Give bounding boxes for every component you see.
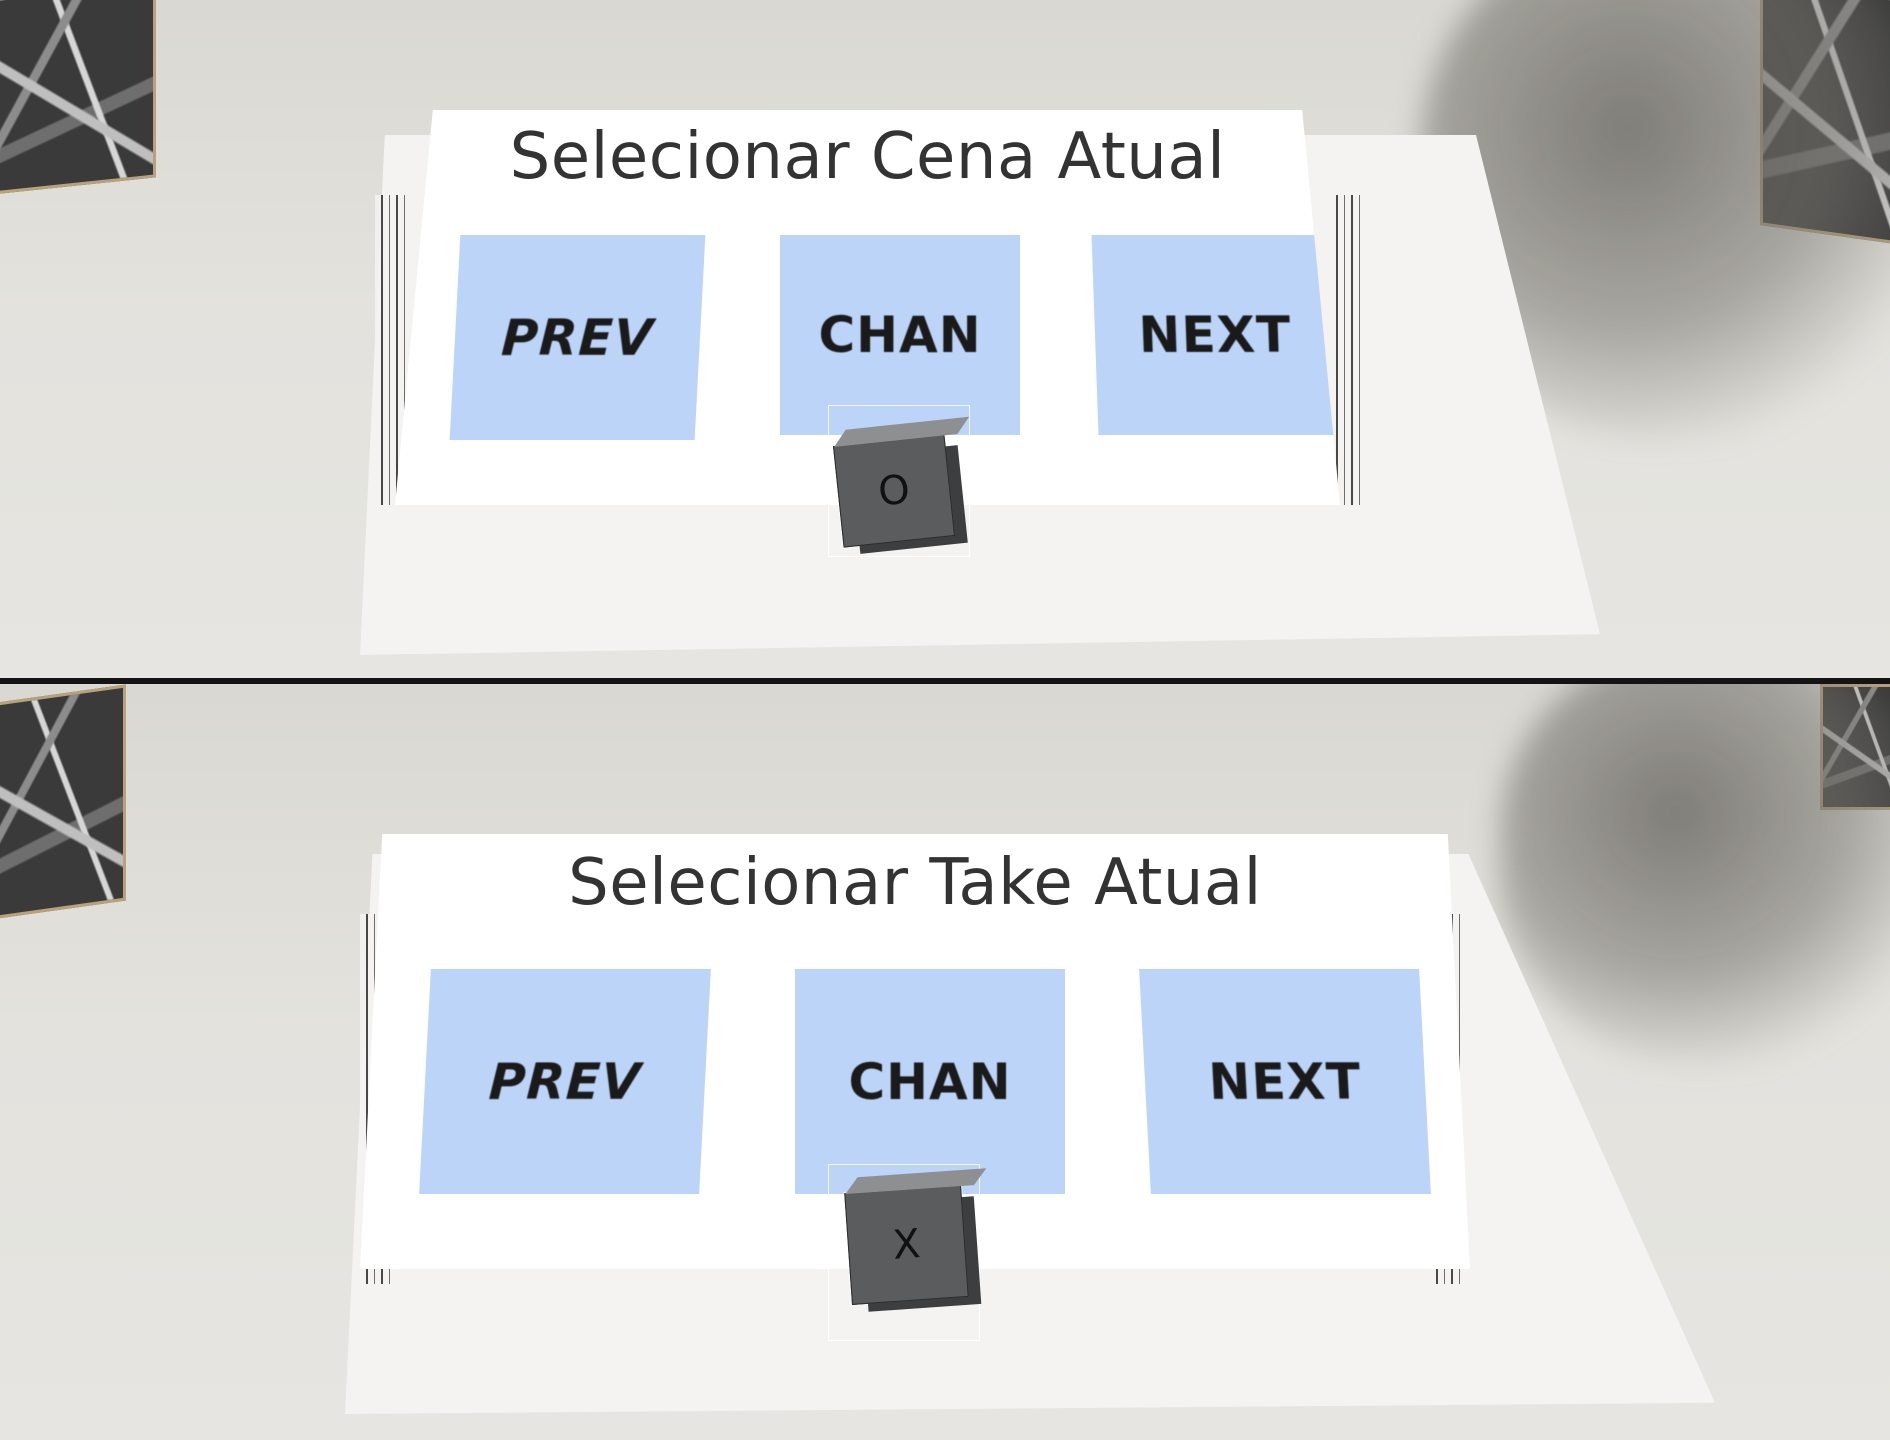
chan-button-label: CHAN xyxy=(848,1052,1012,1111)
next-button[interactable]: NEXT xyxy=(1091,235,1339,435)
next-button-label: NEXT xyxy=(1207,1052,1363,1111)
prev-button-label: PREV xyxy=(487,1052,643,1111)
ar-view-bottom: Selecionar Take Atual PREV CHAN NEXT X xyxy=(0,684,1890,1440)
background-book-left xyxy=(0,0,156,195)
panel-title: Selecionar Take Atual xyxy=(568,846,1262,920)
background-book-left xyxy=(0,684,126,920)
cursor-bounds xyxy=(828,1164,980,1341)
cursor-bounds xyxy=(828,405,970,557)
cursor-symbol: O xyxy=(875,466,913,516)
chan-button[interactable]: CHAN xyxy=(780,235,1020,435)
prev-button[interactable]: PREV xyxy=(419,969,711,1194)
prev-button-label: PREV xyxy=(499,308,656,367)
prev-button[interactable]: PREV xyxy=(449,235,706,440)
chan-button-label: CHAN xyxy=(818,306,982,364)
ar-view-top: Selecionar Cena Atual PREV CHAN NEXT O xyxy=(0,0,1890,678)
cursor-symbol: X xyxy=(891,1221,922,1269)
hand-shadow xyxy=(1500,684,1890,1064)
view-divider xyxy=(0,678,1890,684)
next-button[interactable]: NEXT xyxy=(1139,969,1431,1194)
panel-title: Selecionar Cena Atual xyxy=(509,120,1226,194)
cursor-cube[interactable]: O xyxy=(832,416,970,548)
next-button-label: NEXT xyxy=(1137,306,1293,364)
chan-button[interactable]: CHAN xyxy=(795,969,1065,1194)
cursor-cube[interactable]: X xyxy=(844,1168,987,1305)
